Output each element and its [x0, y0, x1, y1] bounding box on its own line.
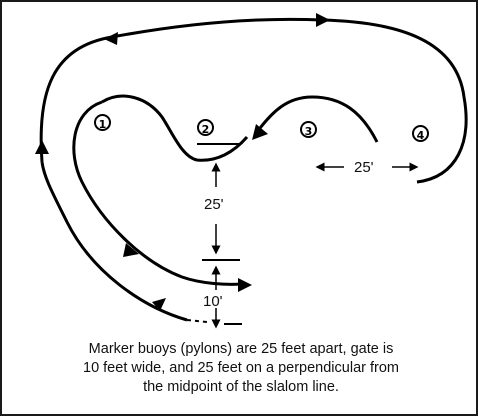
direction-arrow-weave-3	[252, 124, 268, 140]
direction-arrow-top-right	[316, 13, 330, 27]
caption-line-3: the midpoint of the slalom line.	[143, 379, 339, 395]
course-path-inner-return	[72, 100, 243, 286]
buoy-1-marker: 1	[94, 114, 111, 131]
direction-arrow-bottom-left	[152, 298, 166, 311]
direction-arrow-to-gate	[238, 278, 252, 292]
buoy-4-marker: 4	[412, 125, 429, 142]
buoy-spacing-label: 25'	[354, 159, 374, 176]
diagram-caption: Marker buoys (pylons) are 25 feet apart,…	[12, 340, 470, 397]
buoy-2-marker: 2	[197, 119, 214, 136]
course-path-outer-loop	[39, 17, 468, 184]
caption-line-2: 10 feet wide, and 25 feet on a perpendic…	[83, 360, 399, 376]
direction-arrow-top-left	[104, 32, 118, 45]
direction-arrow-left-up	[35, 140, 49, 154]
course-path-left-return	[40, 161, 188, 322]
caption-line-1: Marker buoys (pylons) are 25 feet apart,…	[88, 341, 394, 357]
course-path-weave-2	[101, 94, 249, 162]
course-path-gate-dash	[186, 319, 208, 323]
gate-distance-label: 25'	[204, 196, 224, 213]
buoy-3-marker: 3	[300, 121, 317, 138]
course-path-weave-3	[255, 95, 379, 143]
slalom-course-diagram	[35, 13, 468, 329]
gate-width-label: 10'	[203, 293, 223, 310]
direction-arrow-inner-down	[123, 243, 139, 257]
